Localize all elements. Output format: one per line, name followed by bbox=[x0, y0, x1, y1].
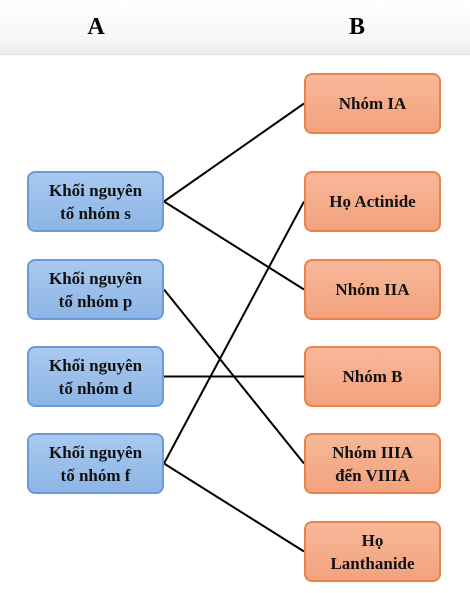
right-node-iiia: Nhóm IIIA đến VIIIA bbox=[304, 433, 441, 494]
right-node-label: Nhóm IIIA đến VIIIA bbox=[332, 442, 413, 485]
left-node-p: Khối nguyên tố nhóm p bbox=[27, 259, 164, 320]
right-node-actinide: Họ Actinide bbox=[304, 171, 441, 232]
edge-f-actinide bbox=[163, 201, 305, 464]
right-node-label: Nhóm IA bbox=[338, 94, 407, 113]
right-node-ia: Nhóm IA bbox=[304, 73, 441, 134]
right-node-iia: Nhóm IIA bbox=[304, 259, 441, 320]
left-node-f: Khối nguyên tố nhóm f bbox=[27, 433, 164, 494]
edge-f-lanthanide bbox=[163, 462, 305, 553]
left-node-s: Khối nguyên tố nhóm s bbox=[27, 171, 164, 232]
right-node-lanthanide: Họ Lanthanide bbox=[304, 521, 441, 582]
right-node-label: Họ Lanthanide bbox=[330, 530, 415, 573]
left-node-label: Khối nguyên tố nhóm f bbox=[48, 442, 143, 485]
edge-s-iia bbox=[163, 200, 305, 291]
edge-s-ia bbox=[163, 102, 305, 203]
left-node-label: Khối nguyên tố nhóm s bbox=[48, 180, 143, 223]
left-node-label: Khối nguyên tố nhóm d bbox=[48, 355, 143, 398]
right-node-label: Họ Actinide bbox=[329, 192, 416, 211]
right-node-b: Nhóm B bbox=[304, 346, 441, 407]
header-band bbox=[0, 0, 470, 55]
column-header-a: A bbox=[87, 14, 105, 40]
left-node-d: Khối nguyên tố nhóm d bbox=[27, 346, 164, 407]
right-node-label: Nhóm B bbox=[342, 367, 403, 386]
column-header-b: B bbox=[348, 14, 365, 40]
right-node-label: Nhóm IIA bbox=[335, 280, 410, 299]
left-node-label: Khối nguyên tố nhóm p bbox=[48, 268, 143, 311]
